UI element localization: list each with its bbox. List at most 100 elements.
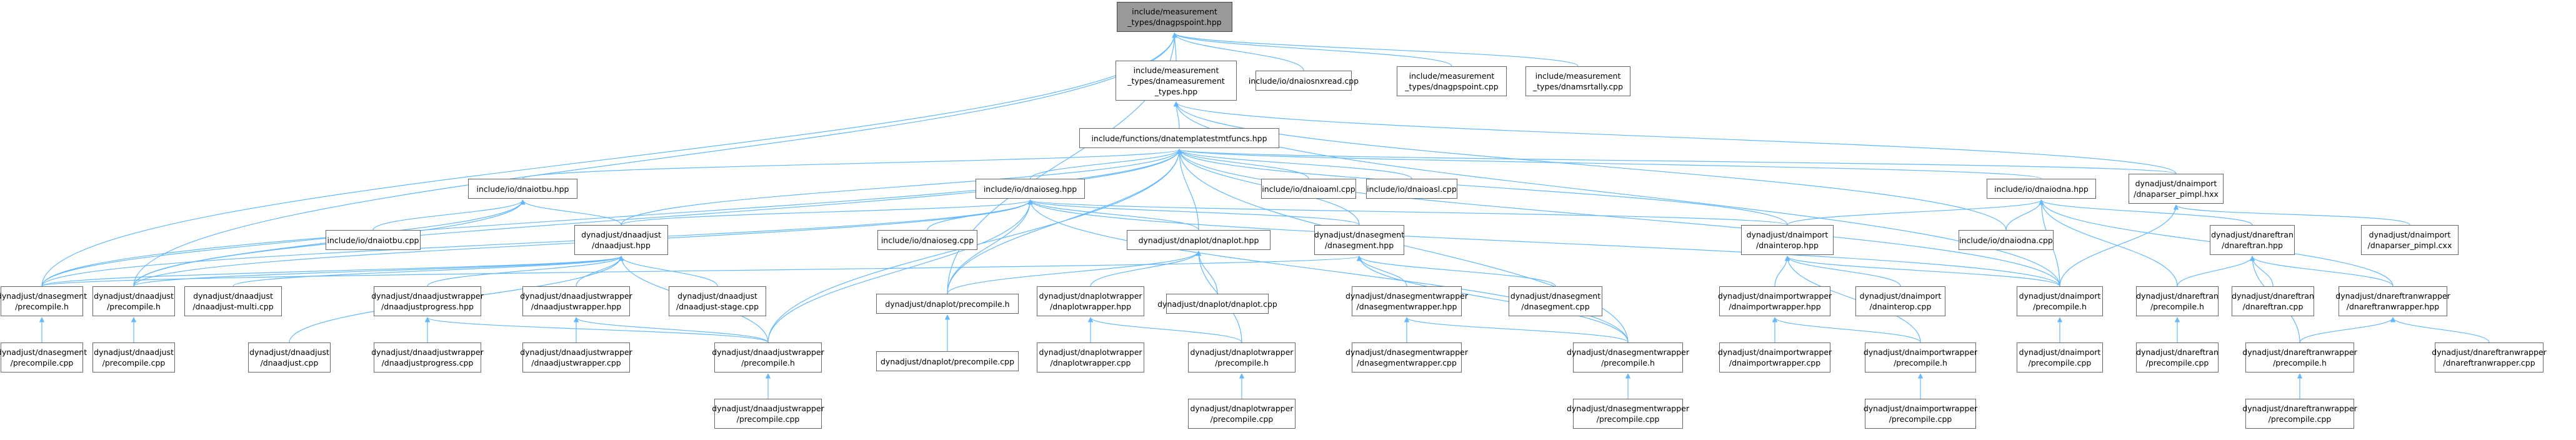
edge-n23-to-n13 [232,256,624,287]
node-dnareftran-hpp[interactable]: dynadjust/dnareftran /dnareftran.hpp [2210,225,2295,255]
node-dnaplot-hpp[interactable]: dynadjust/dnaplot/dnaplot.hpp [1127,230,1271,250]
node-dnaplot-cpp[interactable]: dynadjust/dnaplot/dnaplot.cpp [1157,294,1277,314]
node-dnareftran-cpp[interactable]: dynadjust/dnareftran /dnareftran.cpp [2232,286,2314,316]
node-dnaiodna-cpp[interactable]: include/io/dnaiodna.cpp [1959,230,2054,250]
edge-n6-to-n5 [522,149,1182,179]
edge-n2-to-n0 [1172,32,1304,71]
node-dnaimport-precompile-cpp[interactable]: dynadjust/dnaimport /precompile.cpp [2017,342,2103,372]
node-dnasegmentwrapper-cpp[interactable]: dynadjust/dnasegmentwrapper /dnasegmentw… [1345,342,1468,372]
edge-n13-to-n5 [621,149,1182,226]
node-dnareftranwrapper-precompile-cpp[interactable]: dynadjust/dnareftranwrapper /precompile.… [2242,399,2357,429]
node-dnatemplatestmtfuncs-hpp[interactable]: include/functions/dnatemplatestmtfuncs.h… [1079,128,1279,148]
edge-n34-to-n7 [1027,199,2060,287]
node-dnainterop-hpp[interactable]: dynadjust/dnaimport /dnainterop.hpp [1741,225,1834,255]
edge-n18-to-n1 [1173,101,2007,231]
edge-n48-to-n7 [1027,199,1629,343]
edge-n43-to-n25 [573,317,769,343]
node-dnainterop-cpp[interactable]: dynadjust/dnaimport /dnainterop.cpp [1855,286,1945,316]
edge-n11-to-n1 [1174,101,2177,174]
node-dnaimportwrapper-precompile-h[interactable]: dynadjust/dnaimportwrapper /precompile.h [1864,342,1977,372]
edge-n9-to-n5 [1176,149,1412,179]
node-dnaadjust-cpp[interactable]: dynadjust/dnaadjust /dnaadjust.cpp [248,342,331,372]
edge-n7-to-n5 [1029,149,1182,179]
edge-n22-to-n13 [133,256,624,287]
node-dnaiosnxread-cpp[interactable]: include/io/dnaiosnxread.cpp [1249,71,1359,91]
node-dnagpspoint-cpp[interactable]: include/measurement _types/dnagpspoint.c… [1397,66,1507,96]
node-dnareftranwrapper-cpp[interactable]: dynadjust/dnareftranwrapper /dnareftranw… [2432,342,2547,372]
node-dnaparser-pimpl-cxx[interactable]: dynadjust/dnaimport /dnaparser_pimpl.cxx [2361,225,2459,255]
node-dnaadjustprogress-hpp[interactable]: dynadjust/dnaadjustwrapper /dnaadjustpro… [371,286,484,316]
edge-n37-to-n19 [2249,256,2394,287]
edge-n35-to-n19 [2177,256,2255,287]
node-dnareftranwrapper-precompile-h[interactable]: dynadjust/dnareftranwrapper /precompile.… [2242,342,2357,372]
edge-n54-to-n37 [2390,317,2490,343]
node-dnaadjust-precompile-cpp[interactable]: dynadjust/dnaadjust /precompile.cpp [92,342,175,372]
node-dnaadjustwrapper-cpp[interactable]: dynadjust/dnaadjustwrapper /dnaadjustwra… [520,342,632,372]
edge-n34-to-n11 [2059,204,2179,287]
node-dnaadjust-stage-cpp[interactable]: dynadjust/dnaadjust /dnaadjust-stage.cpp [669,286,766,316]
edge-n27-to-n5 [947,149,1182,294]
edge-n17-to-n10 [1787,199,2044,226]
edge-n21-to-n6 [41,199,526,287]
node-dnaplotwrapper-hpp[interactable]: dynadjust/dnaplotwrapper /dnaplotwrapper… [1037,286,1144,316]
edge-n13-to-n6 [520,199,622,226]
node-dnaioseg-hpp[interactable]: include/io/dnaioseg.hpp [976,179,1085,199]
node-dnareftran-precompile-h[interactable]: dynadjust/dnareftran /precompile.h [2136,286,2219,316]
edge-n53-to-n37 [2299,317,2396,343]
edge-n13-to-n7 [621,199,1033,226]
node-dnaplotwrapper-precompile-cpp[interactable]: dynadjust/dnaplotwrapper /precompile.cpp [1188,399,1295,429]
node-dnareftranwrapper-hpp[interactable]: dynadjust/dnareftranwrapper /dnareftranw… [2335,286,2450,316]
edge-n34-to-n5 [1176,149,2060,287]
edge-n22-to-n0 [133,32,1177,287]
node-dnaadjustwrapper-precompile-h[interactable]: dynadjust/dnaadjustwrapper /precompile.h [712,342,824,372]
node-dnasegment-hpp[interactable]: dynadjust/dnasegment /dnasegment.hpp [1314,225,1404,255]
edge-n48-to-n16 [1356,256,1629,343]
node-dnaioseg-cpp[interactable]: include/io/dnaioseg.cpp [877,230,977,250]
node-dnaimportwrapper-hpp[interactable]: dynadjust/dnaimportwrapper /dnaimportwra… [1718,286,1832,316]
edge-n8-to-n5 [1176,149,1309,179]
edge-n30-to-n16 [1356,256,1407,287]
edge-n31-to-n16 [1356,256,1556,287]
node-dnasegment-precompile-cpp[interactable]: dynadjust/dnasegment /precompile.cpp [0,342,87,372]
node-dnasegmentwrapper-precompile-h[interactable]: dynadjust/dnasegmentwrapper /precompile.… [1567,342,1689,372]
node-dnaplot-precompile-h[interactable]: dynadjust/dnaplot/precompile.h [876,294,1019,314]
node-dnaadjustprogress-cpp[interactable]: dynadjust/dnaadjustwrapper /dnaadjustpro… [371,342,484,372]
edge-n11-to-n5 [1177,149,2177,174]
node-dnaiodna-hpp[interactable]: include/io/dnaiodna.hpp [1987,179,2096,199]
node-dnaparser-pimpl-hxx[interactable]: dynadjust/dnaimport /dnaparser_pimpl.hxx [2129,174,2224,204]
edge-n50-to-n17 [1784,256,1921,343]
node-dnaadjust-multi-cpp[interactable]: dynadjust/dnaadjust /dnaadjust-multi.cpp [184,286,282,316]
node-dnamsrtally-cpp[interactable]: include/measurement _types/dnamsrtally.c… [1525,66,1630,96]
node-dnaadjust-precompile-h[interactable]: dynadjust/dnaadjust /precompile.h [92,286,175,316]
node-dnaiotbu-cpp[interactable]: include/io/dnaiotbu.cpp [326,230,421,250]
edge-n12-to-n6 [372,199,526,231]
node-dnaimport-precompile-h[interactable]: dynadjust/dnaimport /precompile.h [2017,286,2103,316]
edge-n21-to-n13 [41,256,624,287]
node-dnaiotbu-hpp[interactable]: include/io/dnaiotbu.hpp [468,179,577,199]
edge-n43-to-n7 [767,199,1033,343]
node-dnasegment-precompile-h[interactable]: dynadjust/dnasegment /precompile.h [0,286,87,316]
node-dnaimportwrapper-cpp[interactable]: dynadjust/dnaimportwrapper /dnaimportwra… [1718,342,1832,372]
node-dnaadjustwrapper-hpp[interactable]: dynadjust/dnaadjustwrapper /dnaadjustwra… [520,286,632,316]
node-dnaioasl-cpp[interactable]: include/io/dnaioasl.cpp [1366,179,1457,199]
node-dnaplotwrapper-precompile-h[interactable]: dynadjust/dnaplotwrapper /precompile.h [1188,342,1295,372]
node-dnaioaml-cpp[interactable]: include/io/dnaioaml.cpp [1261,179,1356,199]
edge-n29-to-n15 [1196,251,1218,294]
node-dnasegmentwrapper-hpp[interactable]: dynadjust/dnasegmentwrapper /dnasegmentw… [1345,286,1468,316]
edge-n4-to-n0 [1172,32,1579,67]
node-dnaadjust-hpp[interactable]: dynadjust/dnaadjust /dnaadjust.hpp [574,225,668,255]
edge-n35-to-n10 [2039,199,2178,287]
node-dnaadjustwrapper-precompile-cpp[interactable]: dynadjust/dnaadjustwrapper /precompile.c… [712,399,824,429]
node-dnasegmentwrapper-precompile-cpp[interactable]: dynadjust/dnasegmentwrapper /precompile.… [1567,399,1689,429]
node-dnagpspoint-hpp[interactable]: include/measurement _types/dnagpspoint.h… [1117,2,1232,32]
node-dnasegment-cpp[interactable]: dynadjust/dnasegment /dnasegment.cpp [1509,286,1602,316]
edge-n15-to-n5 [1176,149,1199,231]
node-dnaimportwrapper-precompile-cpp[interactable]: dynadjust/dnaimportwrapper /precompile.c… [1864,399,1977,429]
edge-n20-to-n11 [2173,204,2410,226]
node-dnameasurement-types-hpp[interactable]: include/measurement _types/dnameasuremen… [1116,61,1237,101]
node-dnaplotwrapper-cpp[interactable]: dynadjust/dnaplotwrapper /dnaplotwrapper… [1037,342,1144,372]
node-dnaplot-precompile-cpp[interactable]: dynadjust/dnaplot/precompile.cpp [876,351,1019,371]
node-dnareftran-precompile-cpp[interactable]: dynadjust/dnareftran /precompile.cpp [2136,342,2219,372]
edge-n27-to-n15 [947,251,1202,294]
